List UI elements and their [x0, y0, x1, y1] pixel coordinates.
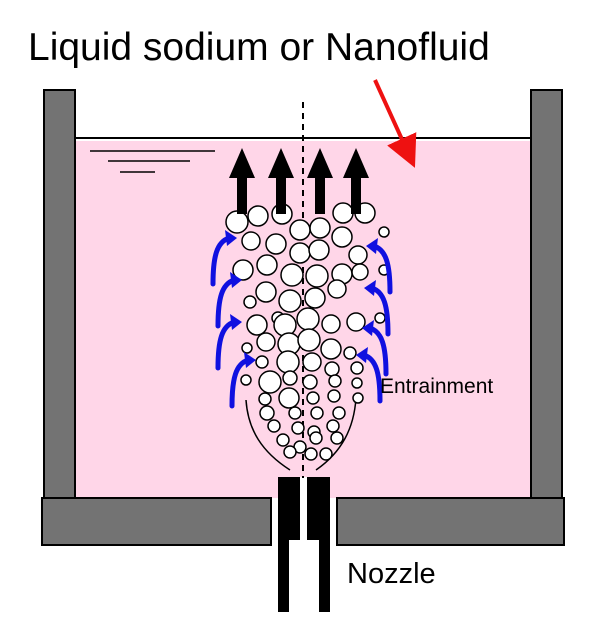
diagram-title: Liquid sodium or Nanofluid — [28, 26, 490, 69]
plume-boundary-left — [245, 399, 291, 471]
bubble — [241, 342, 253, 354]
rising-flow-arrows — [229, 148, 369, 214]
bubble — [308, 239, 330, 261]
bubble — [310, 406, 324, 420]
rising-flow-arrow — [268, 148, 294, 214]
bubble — [348, 245, 368, 265]
bubble — [327, 389, 341, 403]
bubble — [296, 307, 320, 331]
bubble — [332, 406, 346, 420]
bubble — [346, 312, 366, 332]
bubble — [276, 433, 290, 447]
entrainment-arrowhead — [244, 352, 256, 368]
bubble — [282, 370, 298, 386]
entrainment-arrowhead — [366, 238, 378, 254]
bubble — [304, 447, 318, 461]
bubble — [309, 217, 331, 239]
bubble — [324, 361, 340, 377]
bubble — [288, 406, 302, 420]
entrainment-arrowhead — [356, 347, 368, 363]
bubble — [243, 295, 257, 309]
bubble-cloud — [225, 202, 390, 461]
bubble — [326, 419, 340, 433]
entrainment-arrowhead — [225, 230, 237, 246]
bubble — [256, 254, 278, 276]
rising-flow-arrow — [307, 148, 333, 214]
liquid-pointer-arrow — [373, 79, 417, 168]
bubble — [306, 391, 320, 405]
entrainment-arrowhead — [230, 314, 242, 330]
entrainment-arrowhead — [230, 272, 242, 288]
nozzle — [278, 477, 330, 612]
bubble — [283, 445, 297, 459]
water-level-symbol — [90, 150, 215, 173]
bubble — [255, 281, 277, 303]
bubble — [302, 374, 318, 390]
right-vessel-floor — [336, 497, 565, 546]
bubble — [225, 210, 249, 234]
bubble — [278, 289, 302, 313]
bubble — [265, 233, 287, 255]
bubble — [273, 313, 297, 337]
bubble — [327, 279, 347, 299]
bubble — [246, 314, 268, 336]
bubble — [259, 405, 275, 421]
bubble — [256, 332, 276, 352]
bubble — [332, 202, 354, 224]
bubble — [255, 355, 269, 369]
bubble — [352, 392, 364, 404]
bubble — [321, 314, 341, 334]
bubble — [328, 374, 342, 388]
entrainment-arrowhead — [362, 320, 374, 336]
entrainment-label: Entrainment — [380, 375, 494, 398]
bubble — [289, 242, 311, 264]
plume-boundary-right — [315, 397, 357, 471]
bubble — [350, 361, 364, 375]
bubble — [302, 352, 322, 372]
bubble — [331, 226, 353, 248]
bubble — [289, 219, 311, 241]
bubble — [320, 338, 342, 360]
bubble — [258, 370, 282, 394]
rising-flow-arrow — [229, 148, 255, 214]
bubble — [241, 231, 261, 251]
bubble — [276, 350, 300, 374]
bubble — [319, 447, 333, 461]
left-vessel-floor — [41, 497, 272, 546]
bubble — [240, 374, 252, 386]
bubble — [374, 312, 386, 324]
entrainment-arrowhead — [364, 280, 376, 296]
left-vessel-wall — [43, 89, 76, 501]
bubble — [305, 264, 329, 288]
right-vessel-wall — [530, 89, 563, 501]
bubble — [247, 205, 269, 227]
bubble — [258, 392, 272, 406]
rising-flow-arrow — [343, 148, 369, 214]
bubble — [351, 263, 369, 281]
bubble — [278, 387, 300, 409]
bubble — [351, 377, 363, 389]
bubble — [343, 346, 357, 360]
bubble — [378, 226, 390, 238]
bubble — [280, 263, 304, 287]
bubble — [330, 431, 344, 445]
bubble — [309, 431, 323, 445]
bubble — [267, 419, 281, 433]
bubble — [297, 328, 321, 352]
bubble — [304, 287, 326, 309]
entrainment-arrows — [210, 230, 393, 409]
nozzle-label: Nozzle — [347, 558, 436, 590]
bubble — [291, 421, 305, 435]
bubble — [232, 259, 254, 281]
